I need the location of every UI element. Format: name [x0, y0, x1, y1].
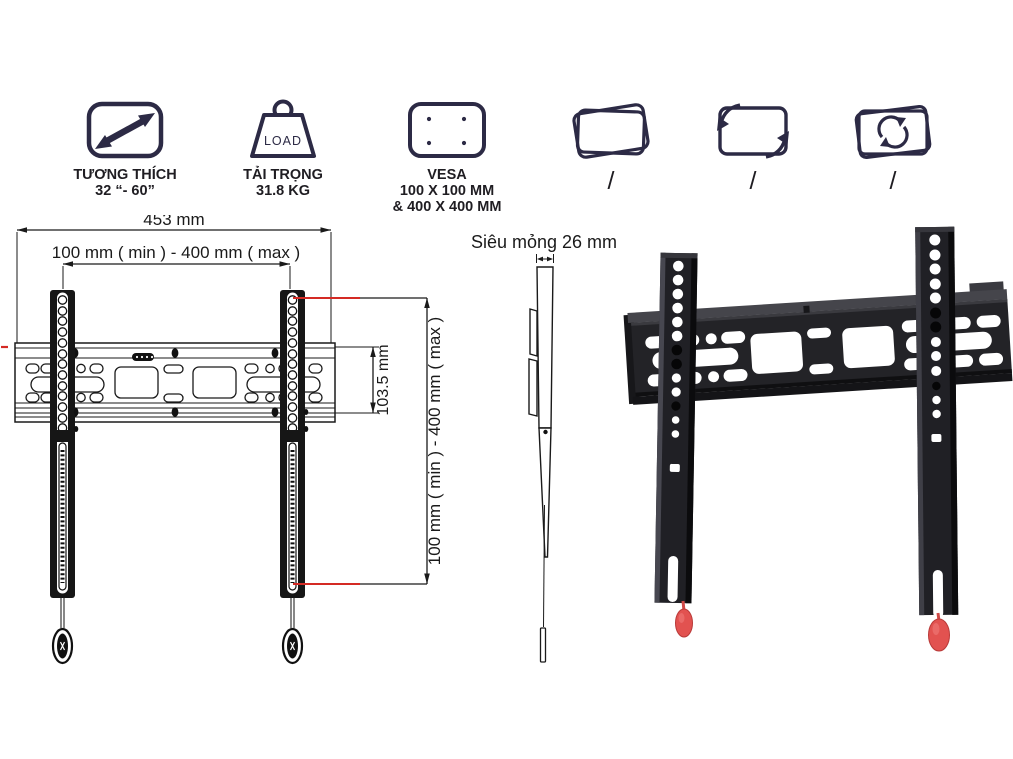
feature-swivel: / — [673, 98, 833, 195]
left-rail-drawing — [48, 288, 81, 665]
dim-plate-height: 103.5 mm — [335, 344, 392, 416]
rotate-icon — [854, 104, 932, 160]
load-badge-text: LOAD — [264, 134, 302, 148]
vesa-pattern-icon — [408, 102, 486, 158]
diagram-area: 453 mm 100 mm ( min ) - 400 mm ( max ) 1… — [1, 215, 1013, 665]
dim-plate-height-text: 103.5 mm — [375, 344, 392, 415]
feature-compatibility: TƯƠNG THÍCH 32 “- 60” — [45, 98, 205, 199]
rotate-slash-label: / — [889, 167, 897, 195]
dim-width-total-text: 453 mm — [143, 215, 204, 229]
side-view-diagram: Siêu mỏng 26 mm — [471, 232, 617, 663]
profile-thickness-dim — [536, 254, 554, 263]
compatibility-label-line1: TƯƠNG THÍCH — [73, 167, 177, 183]
dim-width-range: 100 mm ( min ) - 400 mm ( max ) — [52, 243, 300, 289]
dim-width-range-text: 100 mm ( min ) - 400 mm ( max ) — [52, 243, 300, 262]
feature-vesa: VESA 100 X 100 MM & 400 X 400 MM — [367, 98, 527, 215]
load-label: TẢI TRỌNG 31.8 KG — [203, 167, 363, 199]
tilt-slash-label: / — [607, 167, 615, 195]
vesa-label-line2: 100 X 100 MM — [399, 183, 495, 199]
photo-right-pull-tab — [928, 618, 950, 652]
weight-load-icon: LOAD — [250, 99, 316, 158]
right-rail-drawing — [278, 288, 311, 665]
feature-load: LOAD TẢI TRỌNG 31.8 KG — [203, 98, 363, 199]
profile-thickness-label: Siêu mỏng 26 mm — [471, 232, 617, 252]
front-view-diagram: 453 mm 100 mm ( min ) - 400 mm ( max ) 1… — [1, 215, 444, 665]
photo-left-pull-highlight — [678, 613, 685, 623]
dim-height-range: 100 mm ( min ) - 400 mm ( max ) — [293, 297, 444, 585]
profile-outline — [528, 266, 554, 558]
photo-right-rail — [915, 226, 959, 618]
vesa-label-line3: & 400 X 400 MM — [392, 199, 502, 215]
tilt-icon — [572, 103, 650, 159]
vesa-label: VESA 100 X 100 MM & 400 X 400 MM — [367, 167, 527, 215]
profile-pull-strip — [539, 627, 547, 663]
swivel-icon — [717, 103, 789, 159]
screen-size-diagonal-icon — [86, 101, 164, 159]
dim-height-range-text: 100 mm ( min ) - 400 mm ( max ) — [425, 317, 444, 565]
photo-left-pull-tab — [675, 608, 693, 638]
compatibility-label-line2: 32 “- 60” — [95, 183, 155, 199]
load-label-line2: 31.8 KG — [256, 183, 310, 199]
vesa-label-line1: VESA — [427, 167, 467, 183]
photo-right-pull-highlight — [932, 623, 940, 635]
load-label-line1: TẢI TRỌNG — [243, 167, 323, 183]
feature-tilt: / — [531, 98, 691, 195]
photo-left-rail — [654, 252, 698, 604]
compatibility-label: TƯƠNG THÍCH 32 “- 60” — [45, 167, 205, 199]
dim-width-total: 453 mm — [16, 215, 332, 343]
swivel-slash-label: / — [749, 167, 757, 195]
product-photo — [623, 226, 1013, 652]
feature-rotate: / — [813, 98, 973, 195]
